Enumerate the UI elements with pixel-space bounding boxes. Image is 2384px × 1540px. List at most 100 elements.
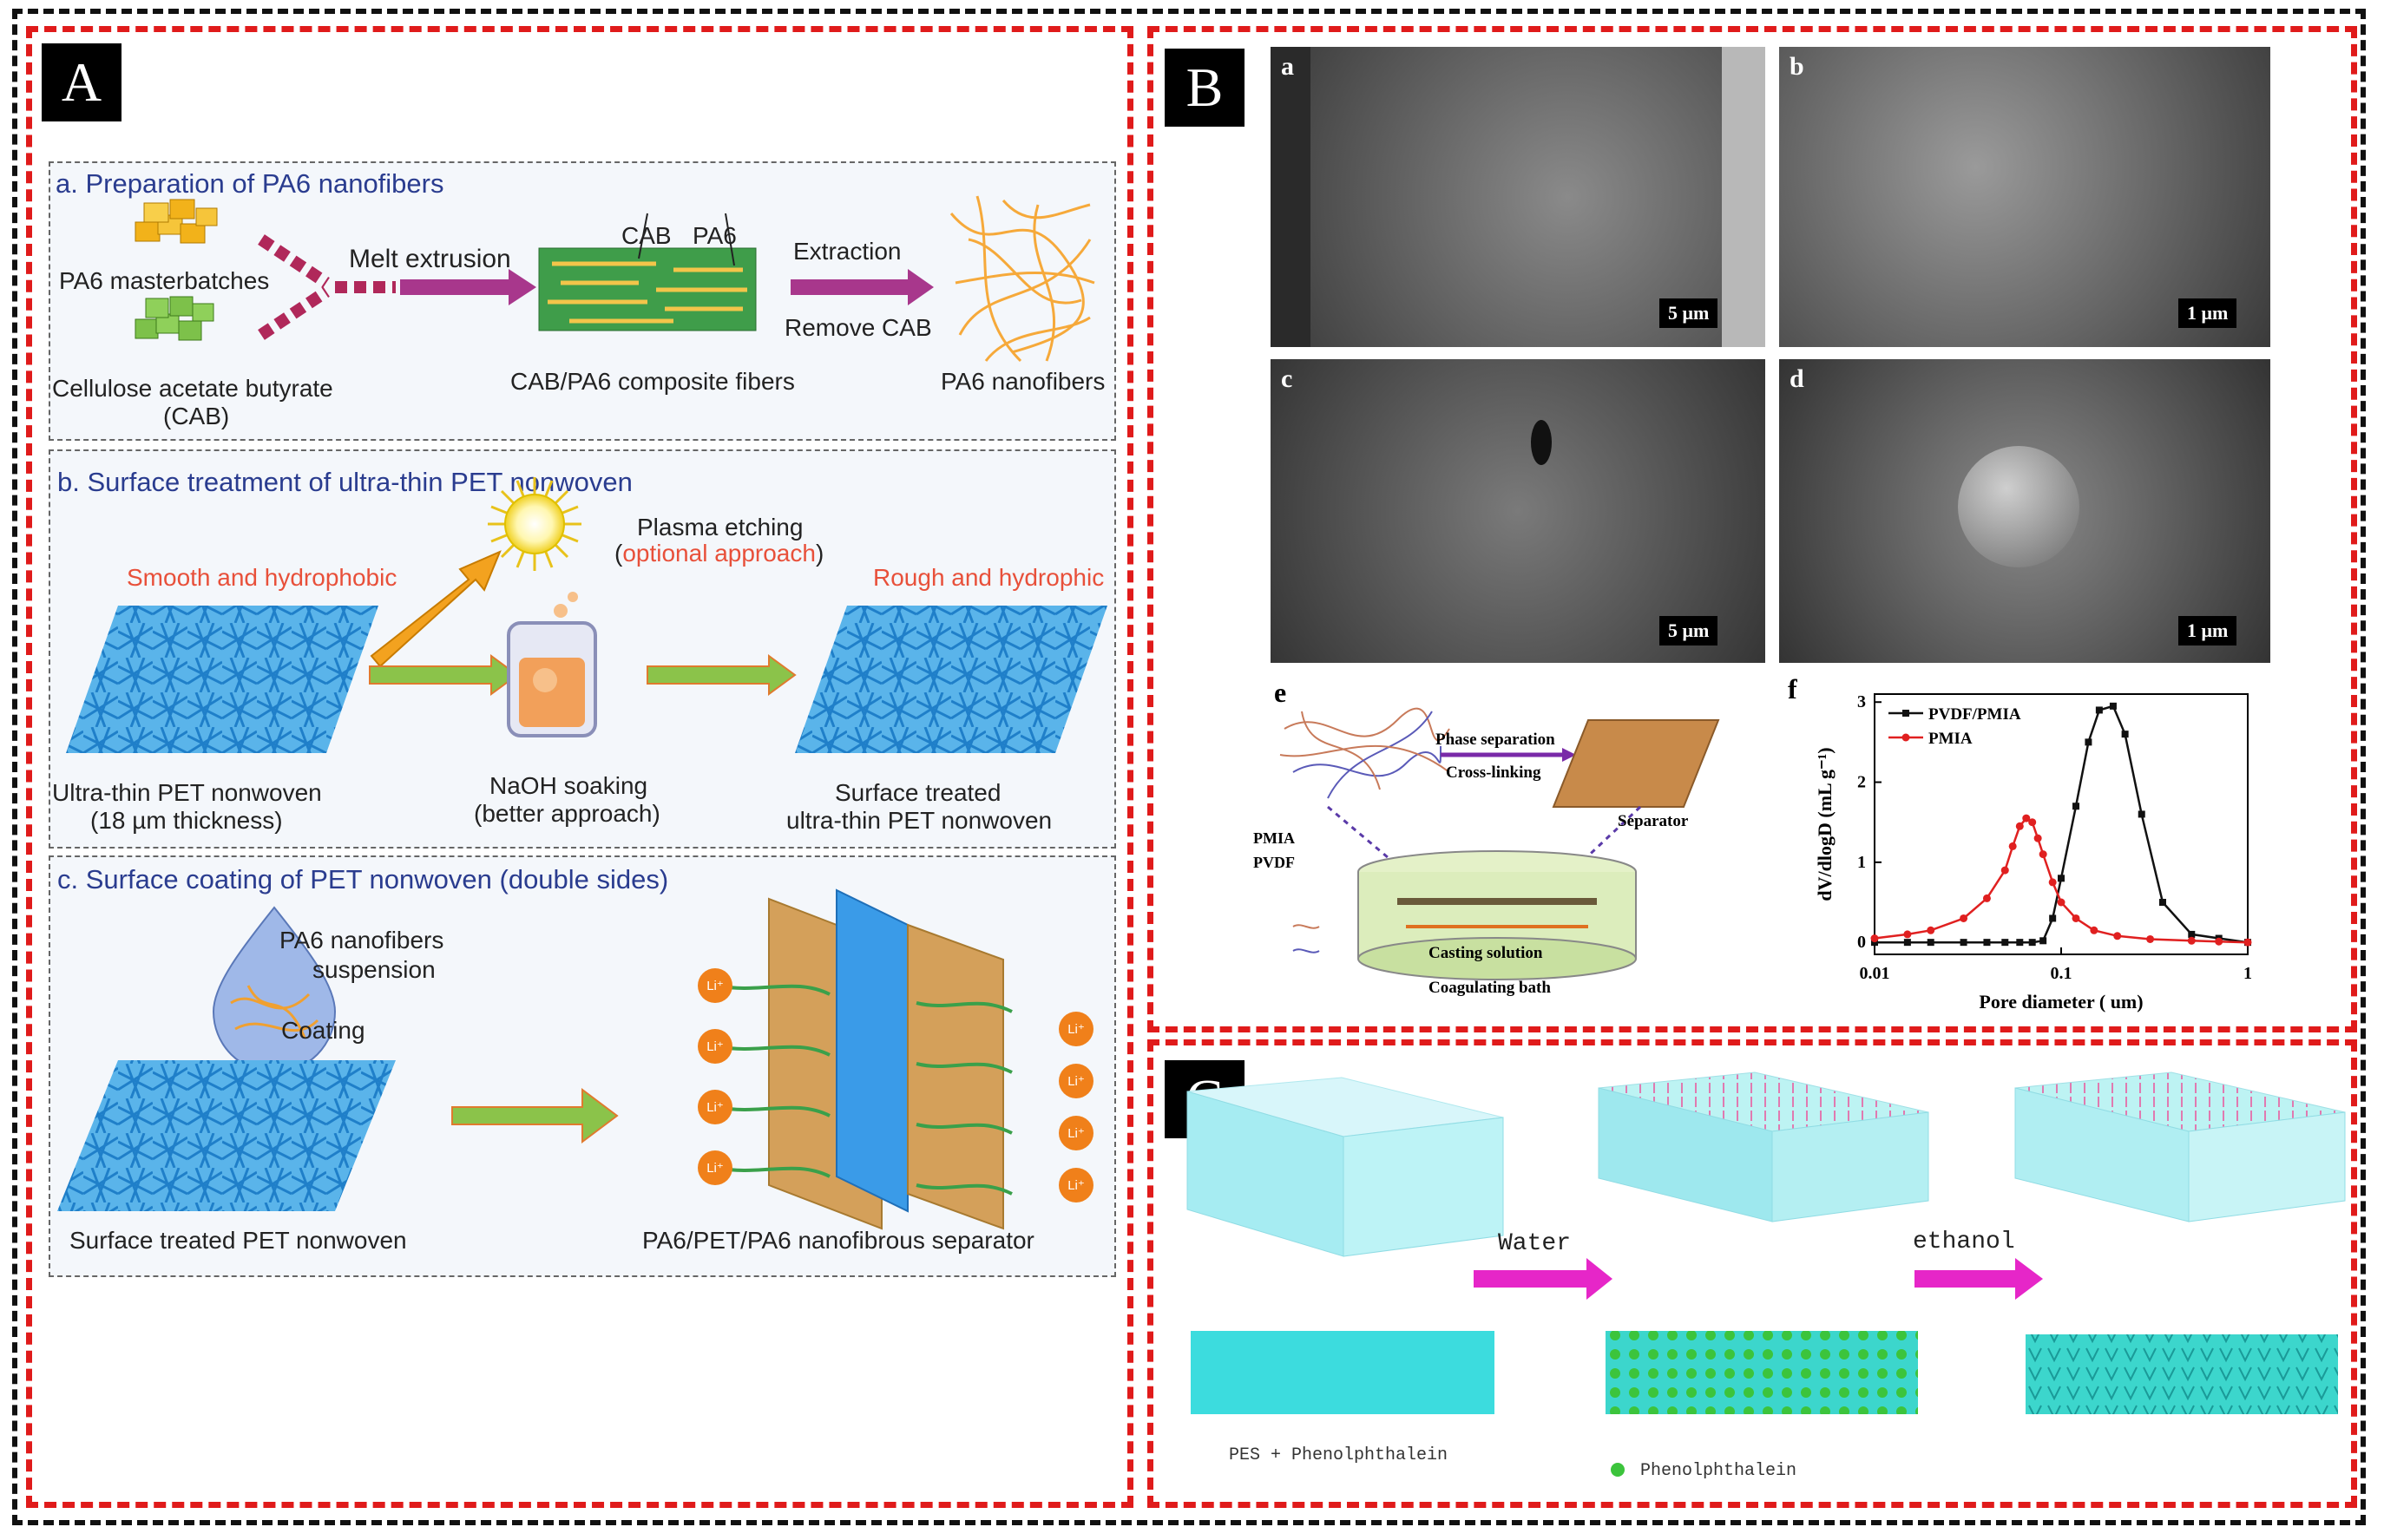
data-point <box>2146 934 2155 943</box>
y-axis-label: dV/dlogD (mL g⁻¹) <box>1814 747 1836 901</box>
optional-approach-wrap: (optional approach) <box>614 540 824 567</box>
li-ion-left-4: Li⁺ <box>698 1150 732 1185</box>
extraction-label: Extraction <box>793 238 902 265</box>
li-ion-right-3: Li⁺ <box>1059 1116 1093 1150</box>
suspension-label-2: suspension <box>312 956 436 983</box>
naoh-soaking-label: NaOH soaking <box>489 772 648 799</box>
cab-name-label: Cellulose acetate butyrate <box>52 375 333 402</box>
legend-label: PMIA <box>1928 730 1973 748</box>
y-tick-label: 3 <box>1857 692 1866 711</box>
optional-approach-label: optional approach <box>622 540 816 567</box>
smooth-hydrophobic-label: Smooth and hydrophobic <box>127 564 397 591</box>
data-point <box>2121 731 2129 738</box>
naoh-beaker-icon <box>507 592 597 737</box>
pa6-fiber-label: PA6 <box>693 222 737 249</box>
data-point <box>2015 822 2024 830</box>
section-c-title: c. Surface coating of PET nonwoven (doub… <box>57 864 669 895</box>
data-point <box>1927 939 1934 947</box>
data-point <box>2028 818 2037 827</box>
sem-d-particle <box>1958 446 2079 567</box>
li-ion-right-4: Li⁺ <box>1059 1168 1093 1203</box>
legend-label: PVDF/PMIA <box>1928 705 2021 724</box>
schematic-e-letter: e <box>1274 677 1287 708</box>
plasma-etching-label: Plasma etching <box>637 514 804 541</box>
data-point <box>2058 875 2065 882</box>
panel-b-tag: B <box>1165 49 1245 127</box>
sem-a-letter: a <box>1281 52 1294 81</box>
li-ion-label: Li⁺ <box>1067 1178 1085 1193</box>
data-point <box>2057 898 2065 907</box>
sem-image-b: b 1 μm <box>1779 47 2270 347</box>
casting-solution-label: Casting solution <box>1428 944 1543 962</box>
data-point <box>2188 930 2196 938</box>
li-ion-label: Li⁺ <box>706 1039 724 1054</box>
panel-a <box>26 26 1133 1508</box>
sem-image-a: a 5 μm <box>1271 47 1765 347</box>
data-point <box>2215 937 2223 946</box>
cab-pellet-icon <box>135 296 214 341</box>
data-point <box>2095 706 2103 714</box>
data-point <box>2138 810 2145 818</box>
data-point <box>2001 939 2009 947</box>
cab-fiber-label: CAB <box>621 222 672 249</box>
sem-image-d: d 1 μm <box>1779 359 2270 663</box>
li-ion-left-1: Li⁺ <box>698 968 732 1003</box>
data-point <box>1960 939 1967 947</box>
pmia-e-label: PMIA <box>1253 829 1295 847</box>
ethanol-label: ethanol <box>1913 1229 2015 1255</box>
y-tick-label: 0 <box>1857 933 1866 952</box>
li-ion-label: Li⁺ <box>1067 1126 1085 1141</box>
data-point <box>2016 939 2024 947</box>
x-tick-label: 0.01 <box>1860 964 1890 983</box>
li-ion-right-2: Li⁺ <box>1059 1064 1093 1098</box>
data-point <box>1960 914 1968 922</box>
suspension-label-1: PA6 nanofibers <box>279 927 444 953</box>
coagulating-bath-label: Coagulating bath <box>1428 979 1551 997</box>
composite-fibers-label: CAB/PA6 composite fibers <box>510 368 795 395</box>
sem-d-letter: d <box>1790 364 1804 393</box>
sem-b-letter: b <box>1790 52 1804 81</box>
li-ion-label: Li⁺ <box>706 1161 724 1176</box>
data-point <box>2008 842 2017 850</box>
pa6-masterbatch-icon <box>135 199 218 244</box>
panel-c <box>1147 1039 2357 1508</box>
section-a-graphics <box>135 195 1095 363</box>
phase-separation-label: Phase separation <box>1435 731 1555 749</box>
surface-treated-label: Surface treated <box>835 779 1002 806</box>
data-point <box>2022 814 2031 822</box>
sem-image-c: c 5 μm <box>1271 359 1765 663</box>
coating-label: Coating <box>281 1017 365 1044</box>
plasma-sun-icon <box>488 477 581 571</box>
li-ion-label: Li⁺ <box>1067 1022 1085 1037</box>
data-point <box>1871 939 1878 947</box>
ultra-thin-treated-label: ultra-thin PET nonwoven <box>786 807 1053 834</box>
data-point <box>2028 939 2036 947</box>
data-point <box>2039 850 2047 859</box>
li-ion-right-1: Li⁺ <box>1059 1012 1093 1046</box>
phenolphthalein-legend-label: Phenolphthalein <box>1640 1461 1797 1481</box>
data-point <box>2033 834 2042 842</box>
data-point <box>2187 936 2196 945</box>
data-point <box>2048 878 2057 887</box>
x-tick-label: 1 <box>2243 964 2252 983</box>
data-point <box>2113 932 2122 940</box>
sem-c-scale: 5 μm <box>1659 616 1718 645</box>
sem-d-scale: 1 μm <box>2178 616 2237 645</box>
separator-label: PA6/PET/PA6 nanofibrous separator <box>642 1227 1034 1254</box>
data-point <box>2000 866 2009 875</box>
section-c-graphics <box>57 888 1013 1230</box>
data-point <box>1982 894 1991 902</box>
y-tick-label: 1 <box>1857 853 1866 872</box>
data-point <box>2109 702 2117 710</box>
section-b-graphics <box>66 477 1107 753</box>
ultra-thin-pet-label: Ultra-thin PET nonwoven <box>52 779 322 806</box>
data-point <box>1983 939 1991 947</box>
thickness-label: (18 µm thickness) <box>90 807 283 834</box>
treated-pet-label: Surface treated PET nonwoven <box>69 1227 407 1254</box>
data-point <box>2072 914 2080 922</box>
li-ion-left-3: Li⁺ <box>698 1090 732 1124</box>
y-tick-label: 2 <box>1857 773 1866 792</box>
data-point <box>1927 926 1935 934</box>
rough-hydrophic-label: Rough and hydrophic <box>873 564 1105 591</box>
